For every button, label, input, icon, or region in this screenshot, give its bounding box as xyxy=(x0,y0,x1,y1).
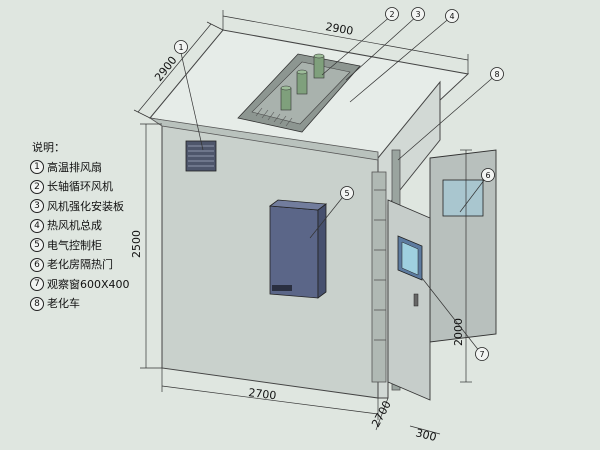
door-handle xyxy=(413,293,419,307)
hot-air-heater-fins xyxy=(255,107,293,127)
room-top-band xyxy=(149,117,379,161)
dim-door-offset: 300 xyxy=(414,426,438,444)
legend-label-8: 老化车 xyxy=(47,297,80,310)
legend-num-8: 8 xyxy=(30,296,44,311)
callout-2-circle xyxy=(385,7,399,21)
insulated-door-front xyxy=(387,199,431,401)
callout-1-circle xyxy=(174,40,188,54)
legend-num-7: 7 xyxy=(30,277,44,292)
callout-3-label: 3 xyxy=(415,10,420,19)
dim-door-height: 2000 xyxy=(452,318,465,346)
legend-label-7: 观察窗600X400 xyxy=(47,277,130,291)
callout-8-circle xyxy=(490,67,504,81)
legend-label-3: 风机强化安装板 xyxy=(47,199,124,213)
callout-6-label: 6 xyxy=(485,171,490,180)
callout-4-circle xyxy=(445,9,459,23)
electrical-control-cabinet xyxy=(268,199,328,299)
dim-top-depth: 2900 xyxy=(152,54,179,84)
callout-7-label: 7 xyxy=(479,350,484,359)
legend-title: 说明： xyxy=(32,141,65,154)
callout-3-circle xyxy=(411,7,425,21)
legend-num-5: 5 xyxy=(30,238,44,253)
legend-num-1: 1 xyxy=(30,160,44,175)
legend-label-1: 高温排风扇 xyxy=(47,160,102,174)
legend-num-3: 3 xyxy=(30,199,44,214)
dim-door-depth: 2700 xyxy=(369,399,394,430)
callout-7-circle xyxy=(475,347,489,361)
legend-num-6: 6 xyxy=(30,257,44,272)
legend-num-4: 4 xyxy=(30,218,44,233)
exhaust-fan-grille xyxy=(185,140,217,172)
dim-height: 2500 xyxy=(130,230,143,258)
door-panel-window xyxy=(442,179,484,217)
callout-leaders xyxy=(180,14,498,353)
long-shaft-fan-3 xyxy=(313,53,325,79)
legend-label-4: 热风机总成 xyxy=(47,219,102,232)
callout-4-label: 4 xyxy=(449,12,454,21)
callout-5-circle xyxy=(340,186,354,200)
legend-label-2: 长轴循环风机 xyxy=(47,180,113,193)
dim-top-width: 2900 xyxy=(324,20,354,38)
callout-8-label: 8 xyxy=(494,70,499,79)
dim-front-width: 2700 xyxy=(248,386,277,402)
legend-label-6: 老化房隔热门 xyxy=(47,258,113,271)
callout-5-label: 5 xyxy=(344,189,349,198)
observation-window xyxy=(397,235,423,281)
long-shaft-fan-2 xyxy=(296,69,308,95)
long-shaft-fan-1 xyxy=(280,85,292,111)
legend-label-5: 电气控制柜 xyxy=(47,238,102,252)
callout-6-circle xyxy=(481,168,495,182)
callout-2-label: 2 xyxy=(389,10,394,19)
callout-1-label: 1 xyxy=(178,43,183,52)
legend-num-2: 2 xyxy=(30,179,44,194)
dimension-lines xyxy=(133,10,472,435)
